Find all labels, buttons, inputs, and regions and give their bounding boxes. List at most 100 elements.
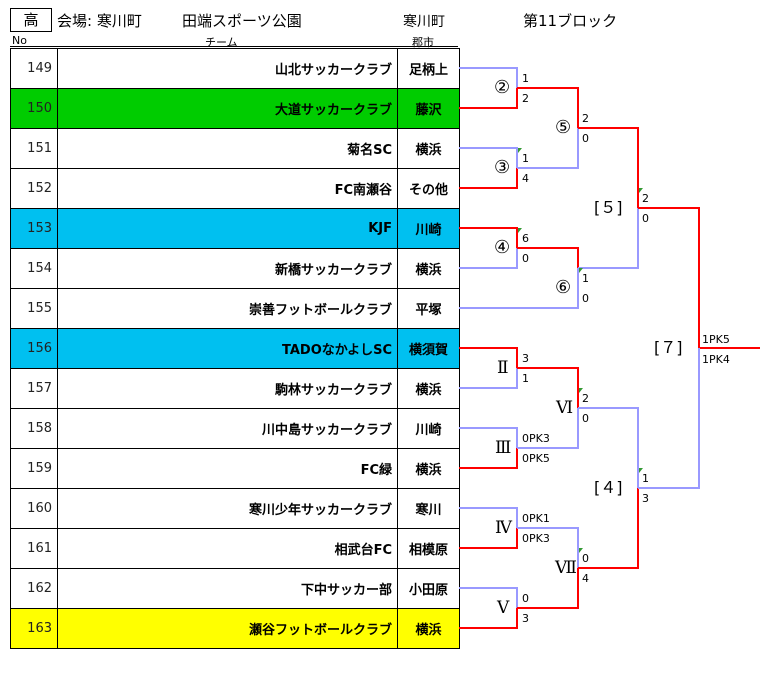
score-149: 1 xyxy=(522,72,529,85)
team-name: KJF xyxy=(57,208,398,249)
score-r3-5-top: 2 xyxy=(642,192,649,205)
score-152: 4 xyxy=(522,172,529,185)
match-label-VI: Ⅵ xyxy=(556,398,574,418)
column-header-city: 郡市 xyxy=(412,36,434,49)
team-number: 162 xyxy=(10,568,58,609)
score-final-bottom: 1PK4 xyxy=(702,353,730,366)
score-r2-5-bottom: 0 xyxy=(582,132,589,145)
line-161 xyxy=(459,528,518,549)
venue-label: 会場: 寒川町 xyxy=(57,12,142,30)
score-r2-VI-bottom: 0 xyxy=(582,412,589,425)
team-number: 155 xyxy=(10,288,58,329)
score-157: 1 xyxy=(522,372,529,385)
match-label-2: ② xyxy=(494,77,511,98)
match-label-3: ③ xyxy=(494,157,511,178)
park-label: 田端スポーツ公園 xyxy=(182,12,302,30)
team-name: 寒川少年サッカークラブ xyxy=(57,488,398,529)
score-158: 0PK3 xyxy=(522,432,550,445)
score-159: 0PK5 xyxy=(522,452,550,465)
score-r2-VII-bottom: 4 xyxy=(582,572,589,585)
team-name: 大道サッカークラブ xyxy=(57,88,398,129)
score-150: 2 xyxy=(522,92,529,105)
match-label-II: Ⅱ xyxy=(497,358,509,378)
match-label-bracket-5: [５] xyxy=(594,198,623,217)
team-city: 横浜 xyxy=(397,368,460,409)
line-160 xyxy=(459,507,518,528)
match-label-V: Ⅴ xyxy=(497,598,510,618)
team-city: その他 xyxy=(397,168,460,209)
block-title: 第11ブロック xyxy=(523,12,618,30)
match-label-III: Ⅲ xyxy=(495,438,512,458)
score-r3-4-top: 1 xyxy=(642,472,649,485)
score-r2-5-top: 2 xyxy=(582,112,589,125)
match-label-4: ④ xyxy=(494,237,511,258)
team-number: 150 xyxy=(10,88,58,129)
team-name: 駒林サッカークラブ xyxy=(57,368,398,409)
score-r3-4-bottom: 3 xyxy=(642,492,649,505)
team-city: 寒川 xyxy=(397,488,460,529)
team-name: FC緑 xyxy=(57,448,398,489)
score-156: 3 xyxy=(522,352,529,365)
score-151: 1 xyxy=(522,152,529,165)
match-label-final: [７] xyxy=(654,338,683,357)
team-name: 瀬谷フットボールクラブ xyxy=(57,608,398,649)
team-city: 足柄上 xyxy=(397,48,460,89)
team-name: TADOなかよしSC xyxy=(57,328,398,369)
team-number: 151 xyxy=(10,128,58,169)
match-label-6: ⑥ xyxy=(555,277,572,298)
score-r2-6-top: 1 xyxy=(582,272,589,285)
team-number: 153 xyxy=(10,208,58,249)
score-r2-VII-top: 0 xyxy=(582,552,589,565)
team-city: 小田原 xyxy=(397,568,460,609)
team-city: 川崎 xyxy=(397,208,460,249)
score-160: 0PK1 xyxy=(522,512,550,525)
score-final-top: 1PK5 xyxy=(702,333,730,346)
team-city: 横浜 xyxy=(397,128,460,169)
line-159 xyxy=(459,448,518,469)
score-162: 0 xyxy=(522,592,529,605)
team-number: 156 xyxy=(10,328,58,369)
team-number: 160 xyxy=(10,488,58,529)
match-label-bracket-4: [４] xyxy=(594,478,623,497)
team-name: 新橋サッカークラブ xyxy=(57,248,398,289)
score-r2-6-bottom: 0 xyxy=(582,292,589,305)
team-city: 横浜 xyxy=(397,608,460,649)
line-158 xyxy=(459,427,518,448)
score-154: 0 xyxy=(522,252,529,265)
column-header-no: No xyxy=(12,34,27,47)
match-label-VII: Ⅶ xyxy=(555,558,577,578)
team-name: 菊名SC xyxy=(57,128,398,169)
line-150 xyxy=(459,88,518,109)
line-156 xyxy=(459,347,518,368)
line-163 xyxy=(459,608,518,629)
column-header-team: チーム xyxy=(205,36,238,49)
team-number: 163 xyxy=(10,608,58,649)
line-151 xyxy=(459,147,518,168)
team-number: 149 xyxy=(10,48,58,89)
match-label-5: ⑤ xyxy=(555,117,572,138)
line-152 xyxy=(459,168,518,189)
line-154 xyxy=(459,248,518,269)
grade-box: 高 xyxy=(10,8,52,32)
score-163: 3 xyxy=(522,612,529,625)
match-label-IV: Ⅳ xyxy=(495,518,512,538)
host-label: 寒川町 xyxy=(403,14,445,30)
score-r2-VI-top: 2 xyxy=(582,392,589,405)
team-name: 崇善フットボールクラブ xyxy=(57,288,398,329)
team-city: 横須賀 xyxy=(397,328,460,369)
team-city: 相模原 xyxy=(397,528,460,569)
line-157 xyxy=(459,368,518,389)
header-divider xyxy=(10,46,458,47)
